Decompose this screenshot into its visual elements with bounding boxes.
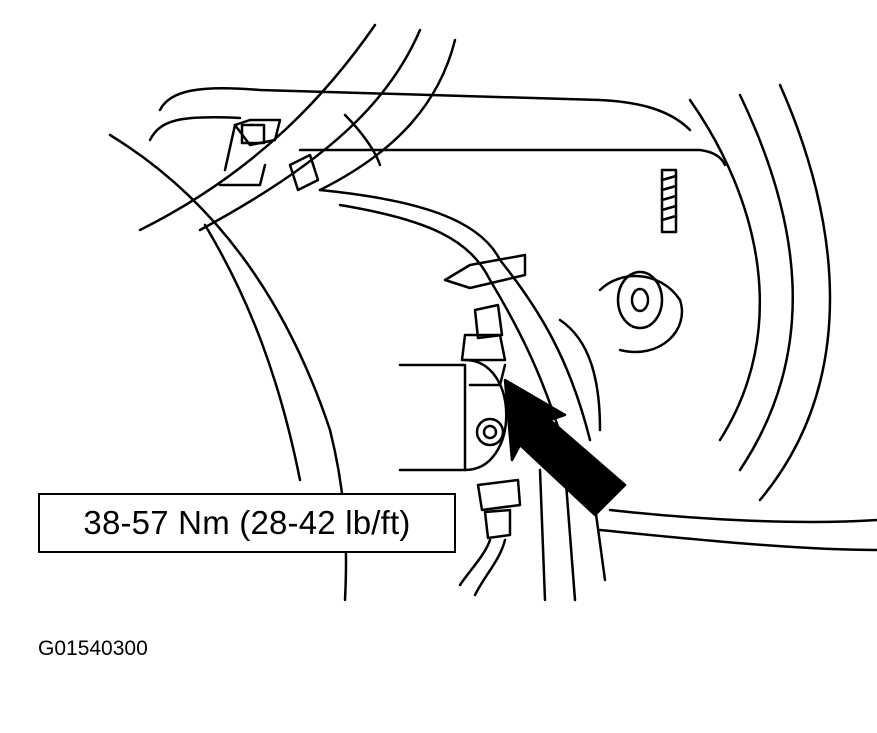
threaded-stud bbox=[660, 168, 678, 234]
pivot-linkage bbox=[598, 270, 684, 354]
pointer-arrow-icon bbox=[503, 378, 627, 517]
right-housing-arcs bbox=[598, 83, 877, 552]
torque-spec-label: 38-57 Nm (28-42 lb/ft) bbox=[83, 504, 411, 541]
upper-hose-clamp bbox=[218, 118, 320, 192]
torque-spec-callout: 38-57 Nm (28-42 lb/ft) bbox=[38, 493, 456, 553]
upper-bracket-curves bbox=[138, 23, 727, 232]
figure-id: G01540300 bbox=[38, 637, 148, 660]
cylinder-fitting bbox=[398, 253, 527, 472]
